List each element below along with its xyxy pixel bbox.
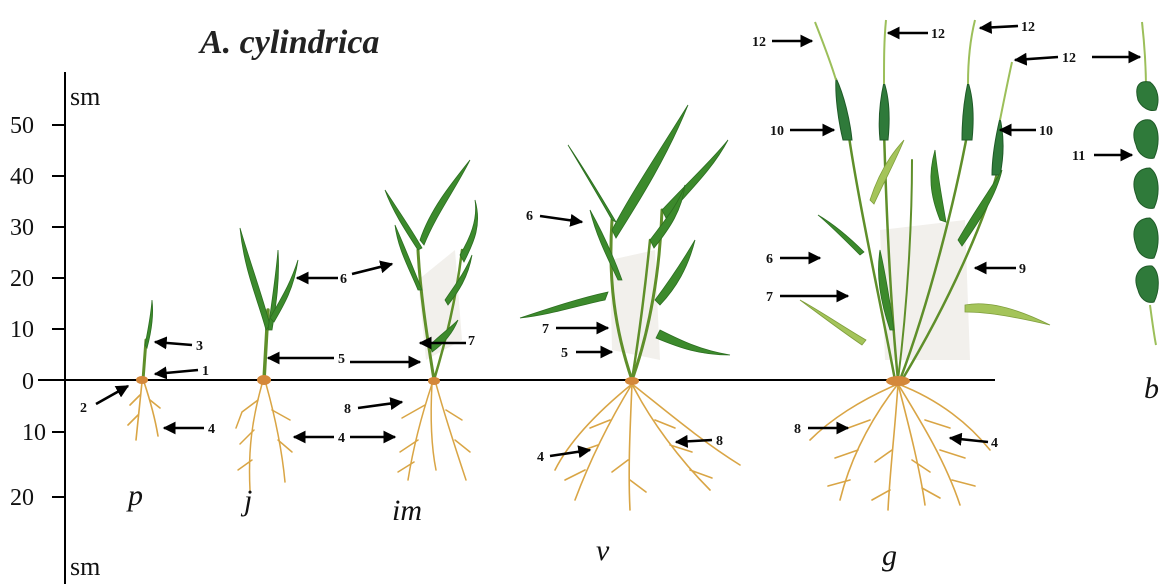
- plant-v: [520, 105, 740, 510]
- svg-text:3: 3: [196, 339, 203, 354]
- stage-label-b: b: [1144, 372, 1159, 405]
- stage-label-j: j: [240, 484, 252, 517]
- callout-9: 9: [975, 262, 1026, 277]
- svg-text:7: 7: [766, 290, 773, 305]
- axis-unit-top: sm: [70, 82, 100, 111]
- svg-text:7: 7: [468, 334, 475, 349]
- svg-text:8: 8: [716, 434, 723, 449]
- callout-1: 1: [155, 364, 209, 379]
- axis-ticks: 50 40 30 20 10 0 10 20: [10, 113, 65, 511]
- plant-p: [128, 300, 160, 440]
- stage-label-im: im: [392, 494, 422, 527]
- stage-label-v: v: [596, 534, 610, 567]
- svg-text:8: 8: [794, 422, 801, 437]
- callout-7-v: 7: [542, 322, 608, 337]
- svg-text:2: 2: [80, 401, 87, 416]
- plant-im: [385, 160, 478, 480]
- tick-label: 0: [22, 369, 34, 395]
- callout-2: 2: [80, 386, 128, 416]
- callout-4-p: 4: [164, 422, 215, 437]
- tick-label: 10: [10, 317, 34, 343]
- plant-g: [800, 20, 1050, 510]
- callout-11: 11: [1072, 149, 1132, 164]
- svg-text:1: 1: [202, 364, 209, 379]
- svg-text:10: 10: [1039, 124, 1053, 139]
- stage-label-g: g: [882, 539, 897, 572]
- callout-12-a: 12: [752, 35, 812, 50]
- diagram-title: A. cylindrica: [198, 24, 379, 61]
- svg-text:12: 12: [931, 27, 945, 42]
- svg-text:12: 12: [1062, 51, 1076, 66]
- svg-text:7: 7: [542, 322, 549, 337]
- tick-label: 10: [22, 420, 46, 446]
- svg-text:6: 6: [766, 252, 773, 267]
- svg-text:4: 4: [991, 436, 998, 451]
- callout-4-g: 4: [950, 436, 998, 451]
- svg-text:10: 10: [770, 124, 784, 139]
- callout-4-v: 4: [537, 450, 590, 465]
- svg-text:12: 12: [1021, 20, 1035, 35]
- callout-7-g: 7: [766, 290, 848, 305]
- callout-5-j-im: 5: [268, 352, 420, 367]
- svg-text:11: 11: [1072, 149, 1085, 164]
- svg-text:9: 9: [1019, 262, 1026, 277]
- svg-text:6: 6: [340, 272, 347, 287]
- svg-text:5: 5: [338, 352, 345, 367]
- callout-4-j-im: 4: [294, 431, 395, 446]
- axis-unit-bottom: sm: [70, 552, 100, 581]
- svg-text:8: 8: [344, 402, 351, 417]
- svg-text:4: 4: [537, 450, 544, 465]
- callout-12-d: 12: [1015, 51, 1140, 66]
- tick-label: 20: [10, 485, 34, 511]
- svg-text:6: 6: [526, 209, 533, 224]
- callout-12-c: 12: [980, 20, 1035, 35]
- tick-label: 20: [10, 266, 34, 292]
- callout-3: 3: [155, 339, 203, 354]
- spike-detail-b: [1134, 22, 1158, 345]
- tick-label: 40: [10, 164, 34, 190]
- callout-10-b: 10: [1000, 124, 1053, 139]
- stage-label-p: p: [126, 479, 143, 512]
- svg-text:12: 12: [752, 35, 766, 50]
- svg-text:4: 4: [338, 431, 345, 446]
- callout-8-im: 8: [344, 402, 402, 417]
- callout-6-j-im: 6: [297, 264, 392, 287]
- callout-6-g: 6: [766, 252, 820, 267]
- svg-text:5: 5: [561, 346, 568, 361]
- callout-5-v: 5: [561, 346, 612, 361]
- callout-12-b: 12: [888, 27, 945, 42]
- callout-6-v: 6: [526, 209, 582, 224]
- svg-text:4: 4: [208, 422, 215, 437]
- tick-label: 30: [10, 215, 34, 241]
- callout-10-a: 10: [770, 124, 834, 139]
- tick-label: 50: [10, 113, 34, 139]
